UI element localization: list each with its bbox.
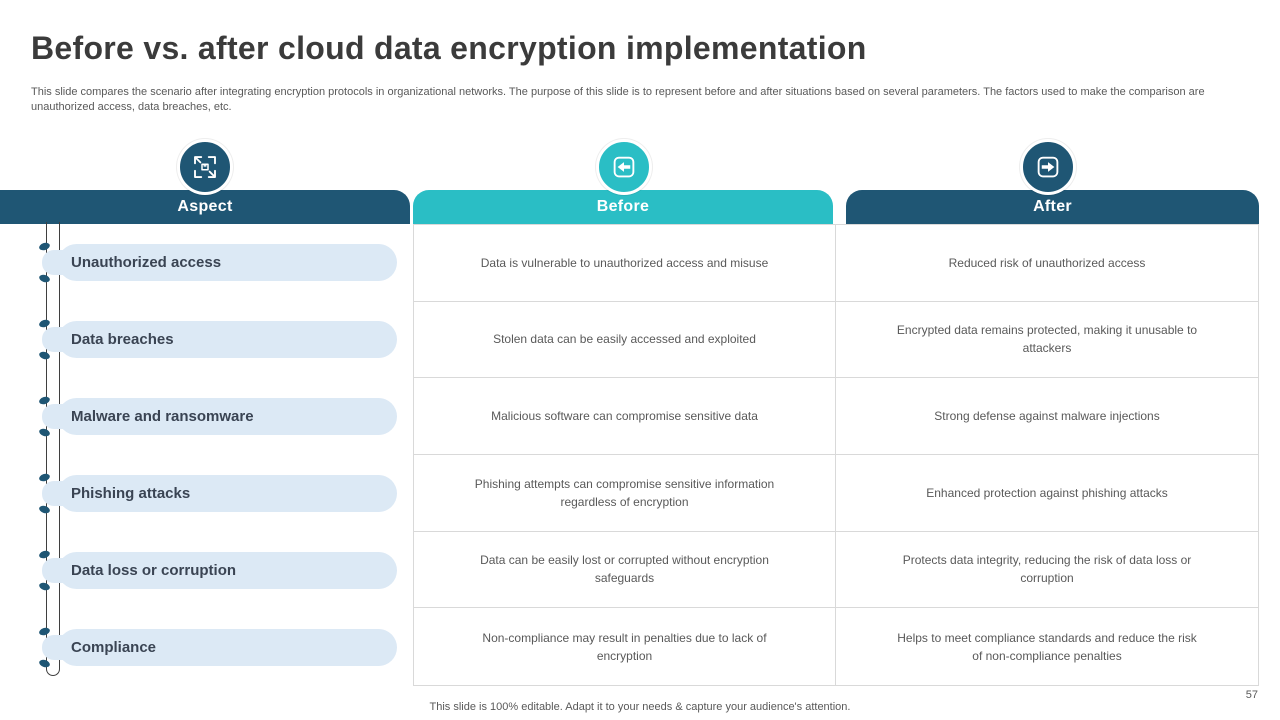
after-cell: Reduced risk of unauthorized access — [836, 225, 1258, 302]
before-cell: Malicious software can compromise sensit… — [414, 378, 835, 455]
after-cell: Encrypted data remains protected, making… — [836, 302, 1258, 379]
connector-rail — [46, 222, 60, 676]
expand-package-icon — [177, 139, 233, 195]
comparison-table: Data is vulnerable to unauthorized acces… — [413, 224, 1259, 686]
aspect-column-header: Aspect — [0, 190, 410, 224]
before-cell: Phishing attempts can compromise sensiti… — [414, 455, 835, 532]
before-column-header: Before — [413, 190, 833, 224]
aspect-pill-label: Malware and ransomware — [71, 408, 254, 425]
aspect-pill-label: Data breaches — [71, 331, 174, 348]
connector-dot — [38, 395, 51, 406]
after-column-header: After — [846, 190, 1259, 224]
connector-dot — [38, 549, 51, 560]
page-number: 57 — [1245, 689, 1258, 701]
connector-dot — [38, 472, 51, 483]
aspect-pill: Malware and ransomware — [38, 395, 397, 438]
aspect-pill-label: Unauthorized access — [71, 254, 222, 271]
before-column-label: Before — [596, 198, 650, 215]
after-cell: Strong defense against malware injection… — [836, 378, 1258, 455]
connector-dot — [38, 626, 51, 637]
aspect-pill: Phishing attacks — [38, 472, 397, 515]
after-cell: Enhanced protection against phishing att… — [836, 455, 1258, 532]
connector-dot — [38, 241, 51, 252]
aspect-pill-label: Compliance — [71, 639, 157, 656]
slide-description: This slide compares the scenario after i… — [31, 86, 1205, 113]
before-cell: Stolen data can be easily accessed and e… — [414, 302, 835, 379]
back-arrow-icon — [596, 139, 652, 195]
footer-note: This slide is 100% editable. Adapt it to… — [429, 701, 851, 713]
before-column: Data is vulnerable to unauthorized acces… — [414, 225, 836, 685]
after-column-label: After — [1033, 198, 1072, 215]
before-cell: Data is vulnerable to unauthorized acces… — [414, 225, 835, 302]
aspect-pill: Unauthorized access — [38, 241, 397, 284]
aspect-pill-label: Data loss or corruption — [71, 562, 237, 579]
aspect-pill: Data loss or corruption — [38, 549, 397, 592]
aspect-pill: Compliance — [38, 626, 397, 669]
before-cell: Non-compliance may result in penalties d… — [482, 630, 767, 663]
forward-arrow-icon — [1020, 139, 1076, 195]
after-cell: Protects data integrity, reducing the ri… — [836, 532, 1258, 609]
aspect-pill-label: Phishing attacks — [71, 485, 191, 502]
after-cell: Helps to meet compliance standards and r… — [897, 630, 1197, 663]
aspect-column-label: Aspect — [177, 198, 233, 215]
aspect-pill: Data breaches — [38, 318, 397, 361]
page-title: Before vs. after cloud data encryption i… — [31, 30, 867, 66]
before-cell: Data can be easily lost or corrupted wit… — [414, 532, 835, 609]
connector-dot — [38, 318, 51, 329]
